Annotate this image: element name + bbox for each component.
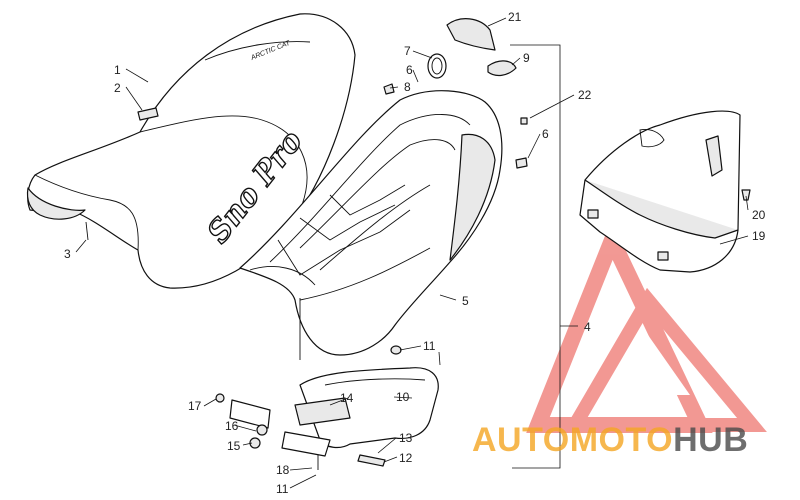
watermark-hub: HUB [673, 421, 748, 459]
small-fasteners [85, 18, 528, 355]
callout-17: 17 [188, 399, 202, 413]
callout-22: 22 [578, 88, 592, 102]
callout-18: 18 [276, 463, 290, 477]
callout-5: 5 [462, 294, 469, 308]
watermark-auto: AUTO [472, 421, 570, 459]
callout-10: 10 [396, 390, 410, 404]
callout-16: 16 [225, 419, 239, 433]
callout-8: 8 [404, 80, 411, 94]
callout-1: 1 [114, 63, 121, 77]
mount-bracket [215, 298, 439, 470]
storage-box [579, 110, 751, 273]
watermark-wordmark: AUTOMOTOHUB [472, 421, 748, 459]
callout-11a: 11 [423, 339, 436, 353]
seat-base [239, 90, 503, 356]
callout-labels: 1 2 3 4 5 6 6 7 8 9 10 11 11 12 13 14 15… [64, 10, 766, 496]
callout-15: 15 [227, 439, 241, 453]
callout-6a: 6 [406, 63, 413, 77]
assembly-bracket [510, 44, 578, 469]
callout-11b: 11 [276, 482, 289, 496]
callout-7: 7 [404, 44, 411, 58]
callout-6b: 6 [542, 127, 549, 141]
callout-3: 3 [64, 247, 71, 261]
watermark-moto: MOTO [570, 421, 673, 459]
leader-lines [75, 17, 749, 489]
callout-20: 20 [752, 208, 766, 222]
callout-21: 21 [508, 10, 522, 24]
callout-4: 4 [584, 320, 591, 334]
callout-12: 12 [399, 451, 413, 465]
callout-2: 2 [114, 81, 121, 95]
seat-badge [137, 107, 159, 121]
callout-14: 14 [340, 391, 354, 405]
watermark-logo [526, 220, 767, 433]
callout-19: 19 [752, 229, 766, 243]
callout-9: 9 [523, 51, 530, 65]
svg-text:AUTOMOTOHUB: AUTOMOTOHUB [472, 421, 748, 459]
callout-13: 13 [399, 431, 413, 445]
